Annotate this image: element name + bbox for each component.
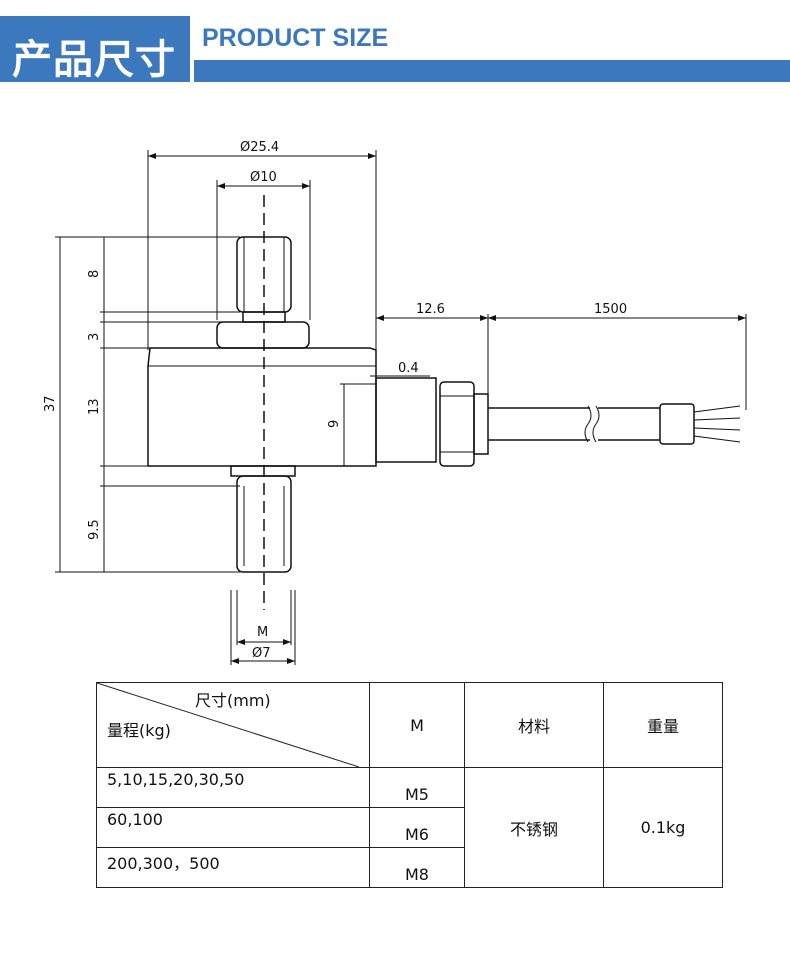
dim-thread-height: 8 xyxy=(87,270,102,278)
dim-gap: 0.4 xyxy=(398,361,419,376)
table-header-row: 尺寸(mm) 量程(kg) M 材料 重量 xyxy=(96,682,723,768)
dim-body-diameter: Ø25.4 xyxy=(240,140,279,155)
title-cn: 产品尺寸 xyxy=(12,37,176,83)
header-m: M xyxy=(369,682,465,768)
dim-bottom-stud-length: 9.5 xyxy=(87,519,102,540)
range-cell: 5,10,15,20,30,50 xyxy=(96,767,370,808)
header-range-label: 量程(kg) xyxy=(107,721,171,740)
table-row: 60,100 M6 xyxy=(96,807,723,848)
dimension-drawing: Ø25.4 Ø10 8 3 13 37 9.5 12.6 1500 0.4 9 … xyxy=(43,140,747,665)
table-row: 5,10,15,20,30,50 M5 不锈钢 0.1kg xyxy=(96,767,723,888)
header-size-label: 尺寸(mm) xyxy=(195,691,271,710)
m-cell: M8 xyxy=(369,847,465,888)
material-cell: 不锈钢 xyxy=(464,767,604,888)
diag-header-cell: 尺寸(mm) 量程(kg) xyxy=(96,682,370,768)
dim-overall-height: 37 xyxy=(43,395,58,412)
dim-thread-size: M xyxy=(257,625,268,640)
dim-connector-height: 9 xyxy=(327,420,342,428)
dim-cable-length: 1500 xyxy=(594,302,627,317)
diagonal-divider xyxy=(97,683,359,767)
dim-bottom-diameter: Ø7 xyxy=(252,646,271,661)
dim-stud-diameter: Ø10 xyxy=(250,170,277,185)
range-cell: 60,100 xyxy=(96,807,370,848)
title-en: PRODUCT SIZE xyxy=(202,24,389,52)
header-bar xyxy=(194,60,790,82)
dim-collar-height: 3 xyxy=(87,333,102,341)
range-cell: 200,300，500 xyxy=(96,847,370,888)
page-header: 产品尺寸 PRODUCT SIZE xyxy=(0,0,790,83)
spec-table: 尺寸(mm) 量程(kg) M 材料 重量 5,10,15,20,30,50 M… xyxy=(96,682,723,888)
title-cn-block: 产品尺寸 xyxy=(0,16,190,83)
dim-body-height: 13 xyxy=(87,398,102,415)
dim-connector-length: 12.6 xyxy=(416,302,445,317)
m-cell: M5 xyxy=(369,767,465,808)
header-material: 材料 xyxy=(464,682,604,768)
table-row: 200,300，500 M8 xyxy=(96,847,723,888)
weight-cell: 0.1kg xyxy=(603,767,723,888)
m-cell: M6 xyxy=(369,807,465,848)
header-weight: 重量 xyxy=(603,682,723,768)
